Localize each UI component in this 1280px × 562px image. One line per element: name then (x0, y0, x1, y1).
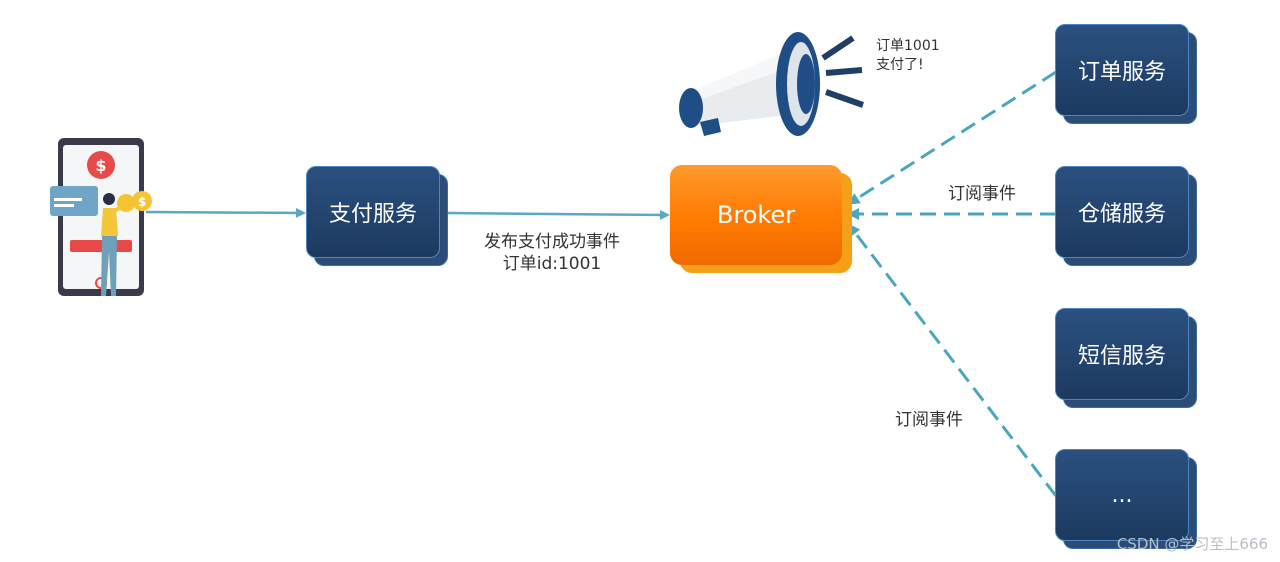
publish-event-label: 发布支付成功事件 订单id:1001 (470, 231, 634, 275)
csdn-watermark: CSDN @学习至上666 (1116, 535, 1268, 553)
broker-node: Broker (670, 165, 852, 273)
announcement-line2: 支付了! (876, 57, 924, 73)
storage-service-label: 仓储服务 (1055, 166, 1189, 258)
arrow-phone-to-pay (145, 207, 306, 218)
announcement-text: 订单1001 支付了! (876, 37, 940, 75)
announcement-line1: 订单1001 (876, 38, 940, 54)
megaphone-icon (679, 32, 864, 136)
arrow-pay-to-broker (444, 209, 670, 220)
subscribe-event-label-top: 订阅事件 (948, 184, 1016, 204)
svg-text:$: $ (95, 156, 106, 175)
broker-label: Broker (670, 165, 842, 265)
order-service-label: 订单服务 (1055, 24, 1189, 116)
phone-payment-illustration-icon: $ $ (50, 138, 152, 296)
sms-service-node: 短信服务 (1055, 308, 1197, 408)
more-services-label: ... (1055, 449, 1189, 541)
more-services-node: ... (1055, 449, 1197, 549)
pay-service-label: 支付服务 (306, 166, 440, 258)
publish-event-line1: 发布支付成功事件 (484, 232, 620, 252)
order-service-node: 订单服务 (1055, 24, 1197, 124)
dashed-more-to-broker (848, 223, 1058, 497)
svg-text:$: $ (138, 195, 146, 209)
sms-service-label: 短信服务 (1055, 308, 1189, 400)
subscribe-event-label-bottom: 订阅事件 (895, 410, 963, 430)
publish-event-line2: 订单id:1001 (502, 254, 602, 274)
pay-service-node: 支付服务 (306, 166, 448, 266)
storage-service-node: 仓储服务 (1055, 166, 1197, 266)
dashed-order-to-broker (847, 70, 1057, 205)
